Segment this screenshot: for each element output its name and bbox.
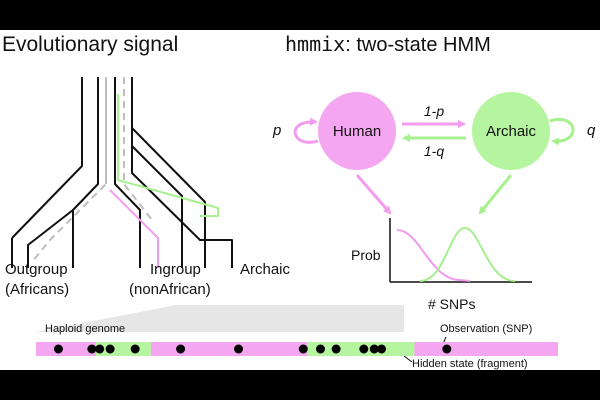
figure-svg: Evolutionary signal hmmix: two-state HMM…	[2, 32, 596, 370]
emission-archaic-arrow	[478, 174, 513, 215]
hmm-diagram: Human Archaic p q 1-p 1-q	[272, 92, 596, 215]
snp-observation	[105, 344, 115, 354]
state-archaic-label: Archaic	[486, 123, 537, 140]
transition-forward-label: 1-p	[424, 103, 444, 119]
tree-inner-outline	[72, 77, 141, 268]
snp-observation	[369, 344, 379, 354]
phylogenetic-tree	[11, 77, 233, 268]
self-prob-archaic: q	[587, 122, 596, 139]
state-human	[318, 92, 396, 170]
snp-observation	[95, 344, 105, 354]
snp-observation	[315, 344, 325, 354]
right-title-code: hmmix	[285, 32, 345, 56]
zoom-wedge	[36, 305, 404, 332]
hidden-state-label: Hidden state (fragment)	[412, 358, 528, 370]
snp-observation	[442, 344, 452, 354]
self-loop-human-arrow	[293, 117, 319, 144]
figure-canvas: Evolutionary signal hmmix: two-state HMM…	[0, 30, 600, 370]
snp-observation	[298, 344, 308, 354]
tree-outgroup-arm	[11, 209, 74, 268]
label-archaic: Archaic	[240, 261, 291, 278]
snp-observation	[130, 344, 140, 354]
tree-outer-outline	[11, 77, 233, 268]
snp-observation	[331, 344, 341, 354]
label-outgroup-sub: (Africans)	[5, 281, 69, 298]
emission-archaic-curve	[419, 226, 516, 282]
ingroup-lineage	[123, 77, 153, 221]
right-title: hmmix: two-state HMM	[285, 32, 491, 56]
left-title: Evolutionary signal	[2, 33, 178, 56]
emission-human-arrow	[355, 174, 392, 215]
introgression-lineage-human	[109, 189, 159, 268]
state-human-label: Human	[333, 123, 381, 140]
snp-observation	[87, 344, 97, 354]
self-loop-archaic-arrow	[549, 117, 575, 146]
right-title-rest: : two-state HMM	[345, 34, 491, 56]
snp-observation	[53, 344, 63, 354]
genome-segment-human	[150, 342, 308, 356]
genome-label: Haploid genome	[45, 323, 125, 335]
plot-xlabel: # SNPs	[428, 296, 475, 312]
snp-observation	[234, 344, 244, 354]
genome-segment-archaic	[96, 342, 151, 356]
plot-ylabel: Prob	[351, 247, 381, 263]
genome-bar	[36, 342, 558, 356]
label-ingroup: Ingroup	[150, 261, 201, 278]
hidden-state-pointer	[403, 355, 413, 363]
label-ingroup-sub: (nonAfrican)	[129, 281, 211, 298]
tree-archaic-branch	[131, 127, 206, 268]
snp-observation	[176, 344, 186, 354]
genome-segment-human	[36, 342, 97, 356]
transition-back-label: 1-q	[424, 143, 444, 159]
label-outgroup: Outgroup	[5, 261, 68, 278]
emission-plot: Prob # SNPs	[351, 218, 532, 312]
observation-label: Observation (SNP)	[440, 323, 532, 335]
genome-segment-human	[414, 342, 558, 356]
snp-observation	[377, 344, 387, 354]
introgression-lineage-archaic	[117, 94, 219, 217]
emission-human-curve	[396, 229, 471, 282]
self-prob-human: p	[272, 122, 281, 139]
snp-observation	[359, 344, 369, 354]
state-archaic	[472, 92, 550, 170]
